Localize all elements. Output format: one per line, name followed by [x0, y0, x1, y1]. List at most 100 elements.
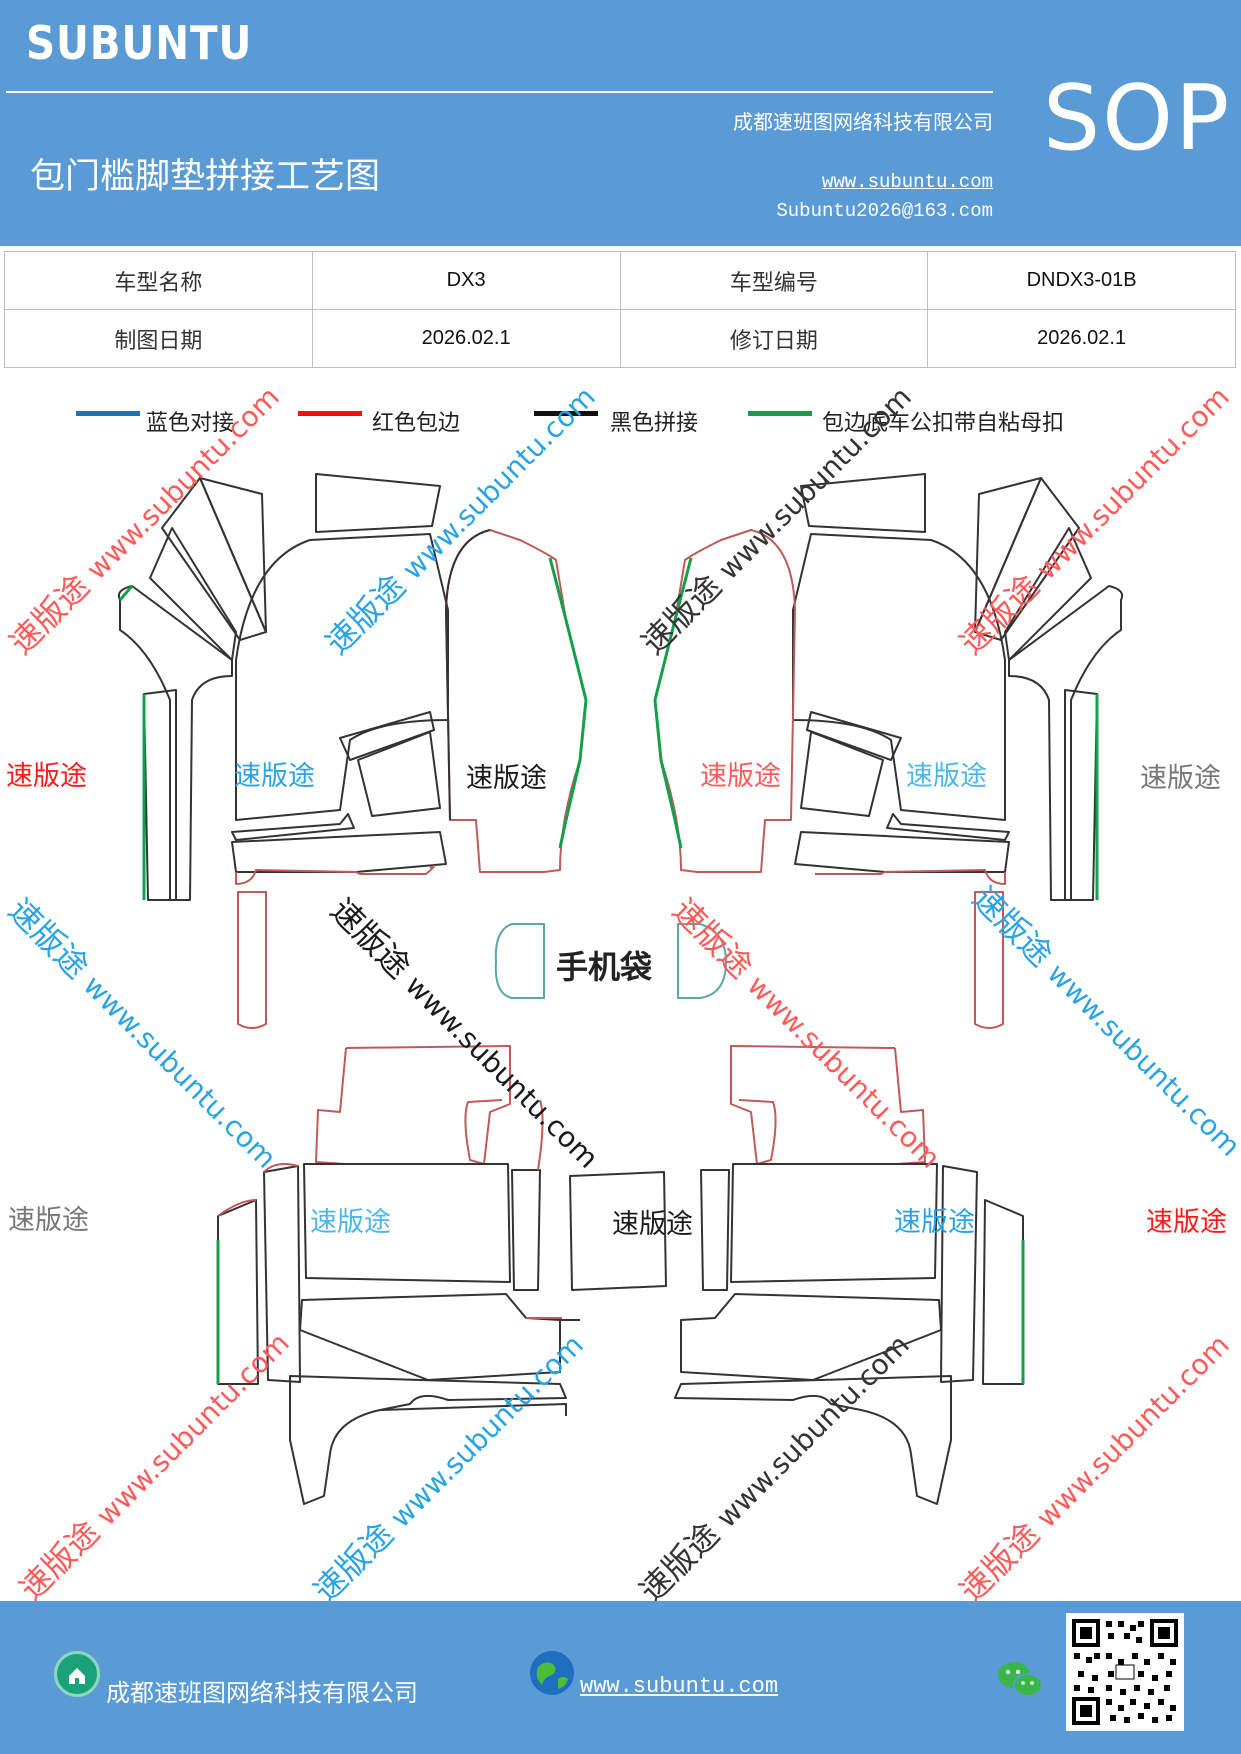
draw-date-value: 2026.02.1 — [311, 309, 621, 368]
rear-left-mat-group — [216, 1045, 567, 1505]
wechat-icon — [996, 1657, 1044, 1701]
pattern-piece — [794, 831, 1010, 873]
model-code-label: 车型编号 — [619, 251, 929, 310]
phone-bag-left-piece — [494, 923, 545, 999]
pattern-piece — [886, 813, 1010, 841]
legend-label-green: 包边底车公扣带自粘母扣 — [822, 411, 1065, 436]
header-website-link[interactable]: www.subuntu.com — [821, 171, 993, 193]
pattern-piece-red — [235, 865, 436, 885]
pattern-piece — [235, 533, 449, 821]
table-row: 车型名称 DX3 车型编号 DNDX3-01B — [4, 251, 1236, 310]
pattern-piece-red — [217, 1199, 257, 1217]
pattern-piece — [1004, 527, 1092, 661]
brand-logo: SUBUNTU — [26, 16, 253, 70]
rear-right-mat-group — [674, 1045, 1025, 1505]
footer-website-link[interactable]: www.subuntu.com — [580, 1674, 779, 1699]
pattern-piece — [806, 711, 902, 761]
pattern-piece — [161, 477, 267, 641]
globe-icon — [528, 1649, 576, 1697]
pattern-piece — [1064, 689, 1098, 901]
watermark-label: 速版途 — [234, 761, 315, 792]
document-title: 包门槛脚垫拼接工艺图 — [30, 157, 381, 197]
watermark-label: 速版途 — [700, 761, 781, 792]
draw-date-label: 制图日期 — [4, 309, 313, 368]
legend-label-black: 黑色拼接 — [610, 411, 699, 436]
legend-swatch-blue — [76, 411, 140, 416]
pattern-piece-red — [315, 1047, 347, 1165]
header-company-name: 成都速班图网络科技有限公司 — [733, 110, 993, 134]
legend-swatch-red — [298, 411, 362, 416]
front-left-mat-group — [117, 473, 588, 1029]
pattern-piece-red — [730, 1045, 896, 1165]
watermark-label: 速版途 — [1140, 763, 1221, 794]
pattern-piece — [792, 533, 1006, 821]
pattern-piece — [974, 477, 1080, 641]
watermark-label: 速版途 — [8, 1205, 89, 1236]
pattern-piece — [303, 1163, 511, 1283]
header-banner: SUBUNTU 包门槛脚垫拼接工艺图 成都速班图网络科技有限公司 www.sub… — [0, 0, 1241, 246]
home-icon — [54, 1651, 100, 1697]
vehicle-info-table: 车型名称 DX3 车型编号 DNDX3-01B 制图日期 2026.02.1 修… — [4, 251, 1236, 368]
revision-date-label: 修订日期 — [619, 309, 929, 368]
watermark-label: 速版途 — [310, 1207, 391, 1238]
pattern-piece — [940, 1165, 978, 1383]
pattern-piece — [149, 527, 237, 661]
pattern-piece-red — [894, 1047, 926, 1165]
pattern-piece — [231, 813, 355, 841]
phone-bag-pieces — [494, 923, 727, 999]
watermark-label: 速版途 — [466, 763, 547, 794]
phone-bag-right-piece — [677, 923, 727, 999]
pattern-piece — [231, 831, 447, 873]
pattern-piece — [299, 1293, 561, 1381]
legend-swatch-green — [748, 411, 812, 416]
pattern-piece-red — [345, 1045, 511, 1165]
pattern-piece — [445, 529, 491, 821]
watermark-label: 速版途 — [6, 761, 87, 792]
watermark-label: 速版途 — [612, 1209, 693, 1240]
pattern-piece — [700, 1169, 730, 1291]
pattern-piece — [680, 1293, 942, 1381]
header-divider — [6, 91, 993, 93]
qr-code-icon — [1066, 1613, 1184, 1731]
pattern-piece-red — [537, 1099, 544, 1171]
footer-banner: 成都速班图网络科技有限公司 www.subuntu.com — [0, 1601, 1241, 1754]
revision-date-value: 2026.02.1 — [927, 309, 1236, 368]
phone-bag-label: 手机袋 — [556, 948, 653, 986]
pattern-piece — [1008, 585, 1124, 901]
pattern-piece — [339, 711, 435, 761]
sop-badge: SOP — [1043, 66, 1232, 171]
floor-mat-pattern-drawing — [117, 473, 1124, 1505]
pattern-piece — [730, 1163, 938, 1283]
pattern-piece-red — [237, 891, 267, 1029]
pattern-piece — [117, 585, 233, 901]
pattern-piece-green — [653, 557, 693, 849]
pattern-piece — [315, 473, 441, 533]
model-code-value: DNDX3-01B — [927, 251, 1236, 310]
tunnel-mat-piece — [560, 1171, 667, 1321]
pattern-piece — [800, 473, 926, 533]
front-right-mat-group — [653, 473, 1124, 1029]
pattern-piece — [263, 1165, 301, 1383]
pattern-piece-red — [815, 869, 1006, 885]
legend-label-blue: 蓝色对接 — [146, 411, 235, 436]
pattern-piece — [982, 1199, 1024, 1385]
watermark-label: 速版途 — [1146, 1207, 1227, 1238]
pattern-piece-green — [118, 585, 134, 601]
watermark-label: 速版途 — [894, 1207, 975, 1238]
pattern-piece — [379, 1403, 567, 1416]
table-row: 制图日期 2026.02.1 修订日期 2026.02.1 — [4, 309, 1236, 368]
legend-label-red: 红色包边 — [372, 411, 461, 436]
model-name-value: DX3 — [311, 251, 621, 310]
model-name-label: 车型名称 — [4, 251, 313, 310]
pattern-piece-red — [263, 1163, 299, 1173]
pattern-piece — [569, 1171, 667, 1291]
pattern-piece — [511, 1169, 541, 1291]
pattern-piece-red — [974, 891, 1004, 1029]
legend-swatch-black — [534, 411, 598, 416]
pattern-piece — [674, 1375, 952, 1505]
pattern-piece — [357, 731, 441, 817]
header-email[interactable]: Subuntu2026@163.com — [776, 200, 993, 222]
pattern-piece — [800, 731, 884, 817]
watermark-label: 速版途 — [906, 761, 987, 792]
footer-company-name: 成都速班图网络科技有限公司 — [106, 1679, 418, 1707]
